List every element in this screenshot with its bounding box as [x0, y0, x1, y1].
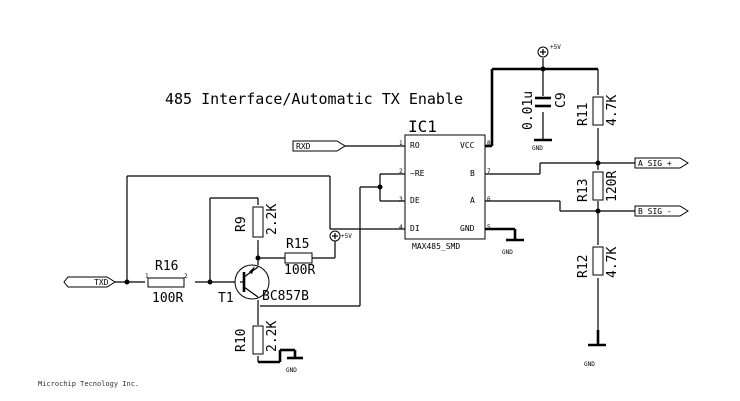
r12-value: 4.7K	[605, 247, 620, 278]
r11-value: 4.7K	[605, 95, 620, 126]
r13: R13 120R	[576, 171, 620, 202]
t1-value: BC857B	[262, 289, 309, 304]
vcc-r15-label: +5V	[341, 233, 352, 240]
r13-ref: R13	[576, 179, 591, 202]
vcc-r15: +5V	[329, 230, 352, 242]
ic1-pinnum-7: 7	[487, 168, 491, 175]
net-rxd: RXD	[292, 140, 346, 152]
ic1-pinnum-5: 5	[487, 224, 491, 231]
svg-text:1: 1	[145, 273, 149, 280]
gnd-ic-label: GND	[502, 249, 513, 256]
ic1-pin-gnd: GND	[460, 224, 475, 233]
r10-value: 2.2K	[265, 321, 280, 352]
net-b-sig-label: B_SIG_-	[638, 207, 672, 216]
gnd-c9: GND	[532, 138, 552, 152]
net-rxd-label: RXD	[296, 142, 311, 151]
r9: R9 2.2K	[234, 204, 280, 238]
net-a-sig-label: A_SIG_+	[638, 159, 672, 168]
gnd-r12: GND	[584, 343, 606, 368]
ic1-pin-b: B	[470, 169, 475, 178]
ic1-pin-a: A	[470, 196, 475, 205]
r10-ref: R10	[234, 329, 249, 352]
svg-text:2: 2	[184, 273, 188, 280]
r15-ref: R15	[286, 237, 309, 252]
gnd-ic: GND	[502, 238, 524, 256]
footer-text: Microchip Tecnology Inc.	[38, 380, 139, 388]
r11-ref: R11	[576, 103, 591, 126]
ic1-pinnum-4: 4	[399, 224, 403, 231]
diagram-title: 485 Interface/Automatic TX Enable	[165, 90, 463, 108]
ic1-part: MAX485_SMD	[412, 242, 460, 251]
net-txd: TXD	[63, 276, 116, 288]
gnd-c9-label: GND	[532, 145, 543, 152]
ic1-pin-re: ~RE	[410, 169, 425, 178]
ic1-pin-vcc: VCC	[460, 141, 475, 150]
r13-value: 120R	[605, 171, 620, 202]
net-a-sig: A_SIG_+	[634, 157, 689, 169]
t1: T1 BC857B	[218, 264, 309, 306]
r9-value: 2.2K	[265, 204, 280, 235]
r16-value: 100R	[152, 291, 183, 306]
ic1-pin-di: DI	[410, 224, 420, 233]
vcc-top-label: +5V	[550, 44, 561, 51]
c9-value: 0.01u	[521, 91, 536, 130]
c9-ref: C9	[554, 92, 569, 108]
r9-ref: R9	[234, 216, 249, 232]
ic1-body	[404, 134, 486, 240]
junctions	[124, 66, 601, 285]
r15-value: 100R	[284, 263, 315, 278]
r16-ref: R16	[155, 259, 178, 274]
r12-ref: R12	[576, 255, 591, 278]
r10: R10 2.2K	[234, 321, 280, 355]
ic1-ref: IC1	[408, 117, 437, 136]
ic1-pinnum-3: 3	[399, 196, 403, 203]
ic1-pinnum-8: 8	[487, 140, 491, 147]
net-txd-label: TXD	[94, 278, 109, 287]
ic1-pinnum-6: 6	[487, 196, 491, 203]
gnd-r12-label: GND	[584, 361, 595, 368]
ic1-pin-ro: RO	[410, 141, 420, 150]
ic1-pinnum-1: 1	[399, 140, 403, 147]
gnd-r10: GND	[286, 356, 303, 374]
r12: R12 4.7K	[576, 246, 620, 278]
ic1-pin-de: DE	[410, 196, 420, 205]
ic1-pinnum-2: 2	[399, 168, 403, 175]
r11: R11 4.7K	[576, 95, 620, 126]
net-b-sig: B_SIG_-	[634, 205, 689, 217]
r15: R15 100R	[284, 237, 315, 278]
ic1: IC1 MAX485_SMD RO ~RE DE DI VCC B A GND …	[399, 117, 491, 251]
r16: R16 100R 1 2	[145, 259, 188, 306]
gnd-r10-label: GND	[286, 367, 297, 374]
t1-ref: T1	[218, 291, 234, 306]
c9: 0.01u C9	[521, 91, 569, 130]
vcc-top: +5V	[537, 44, 561, 58]
